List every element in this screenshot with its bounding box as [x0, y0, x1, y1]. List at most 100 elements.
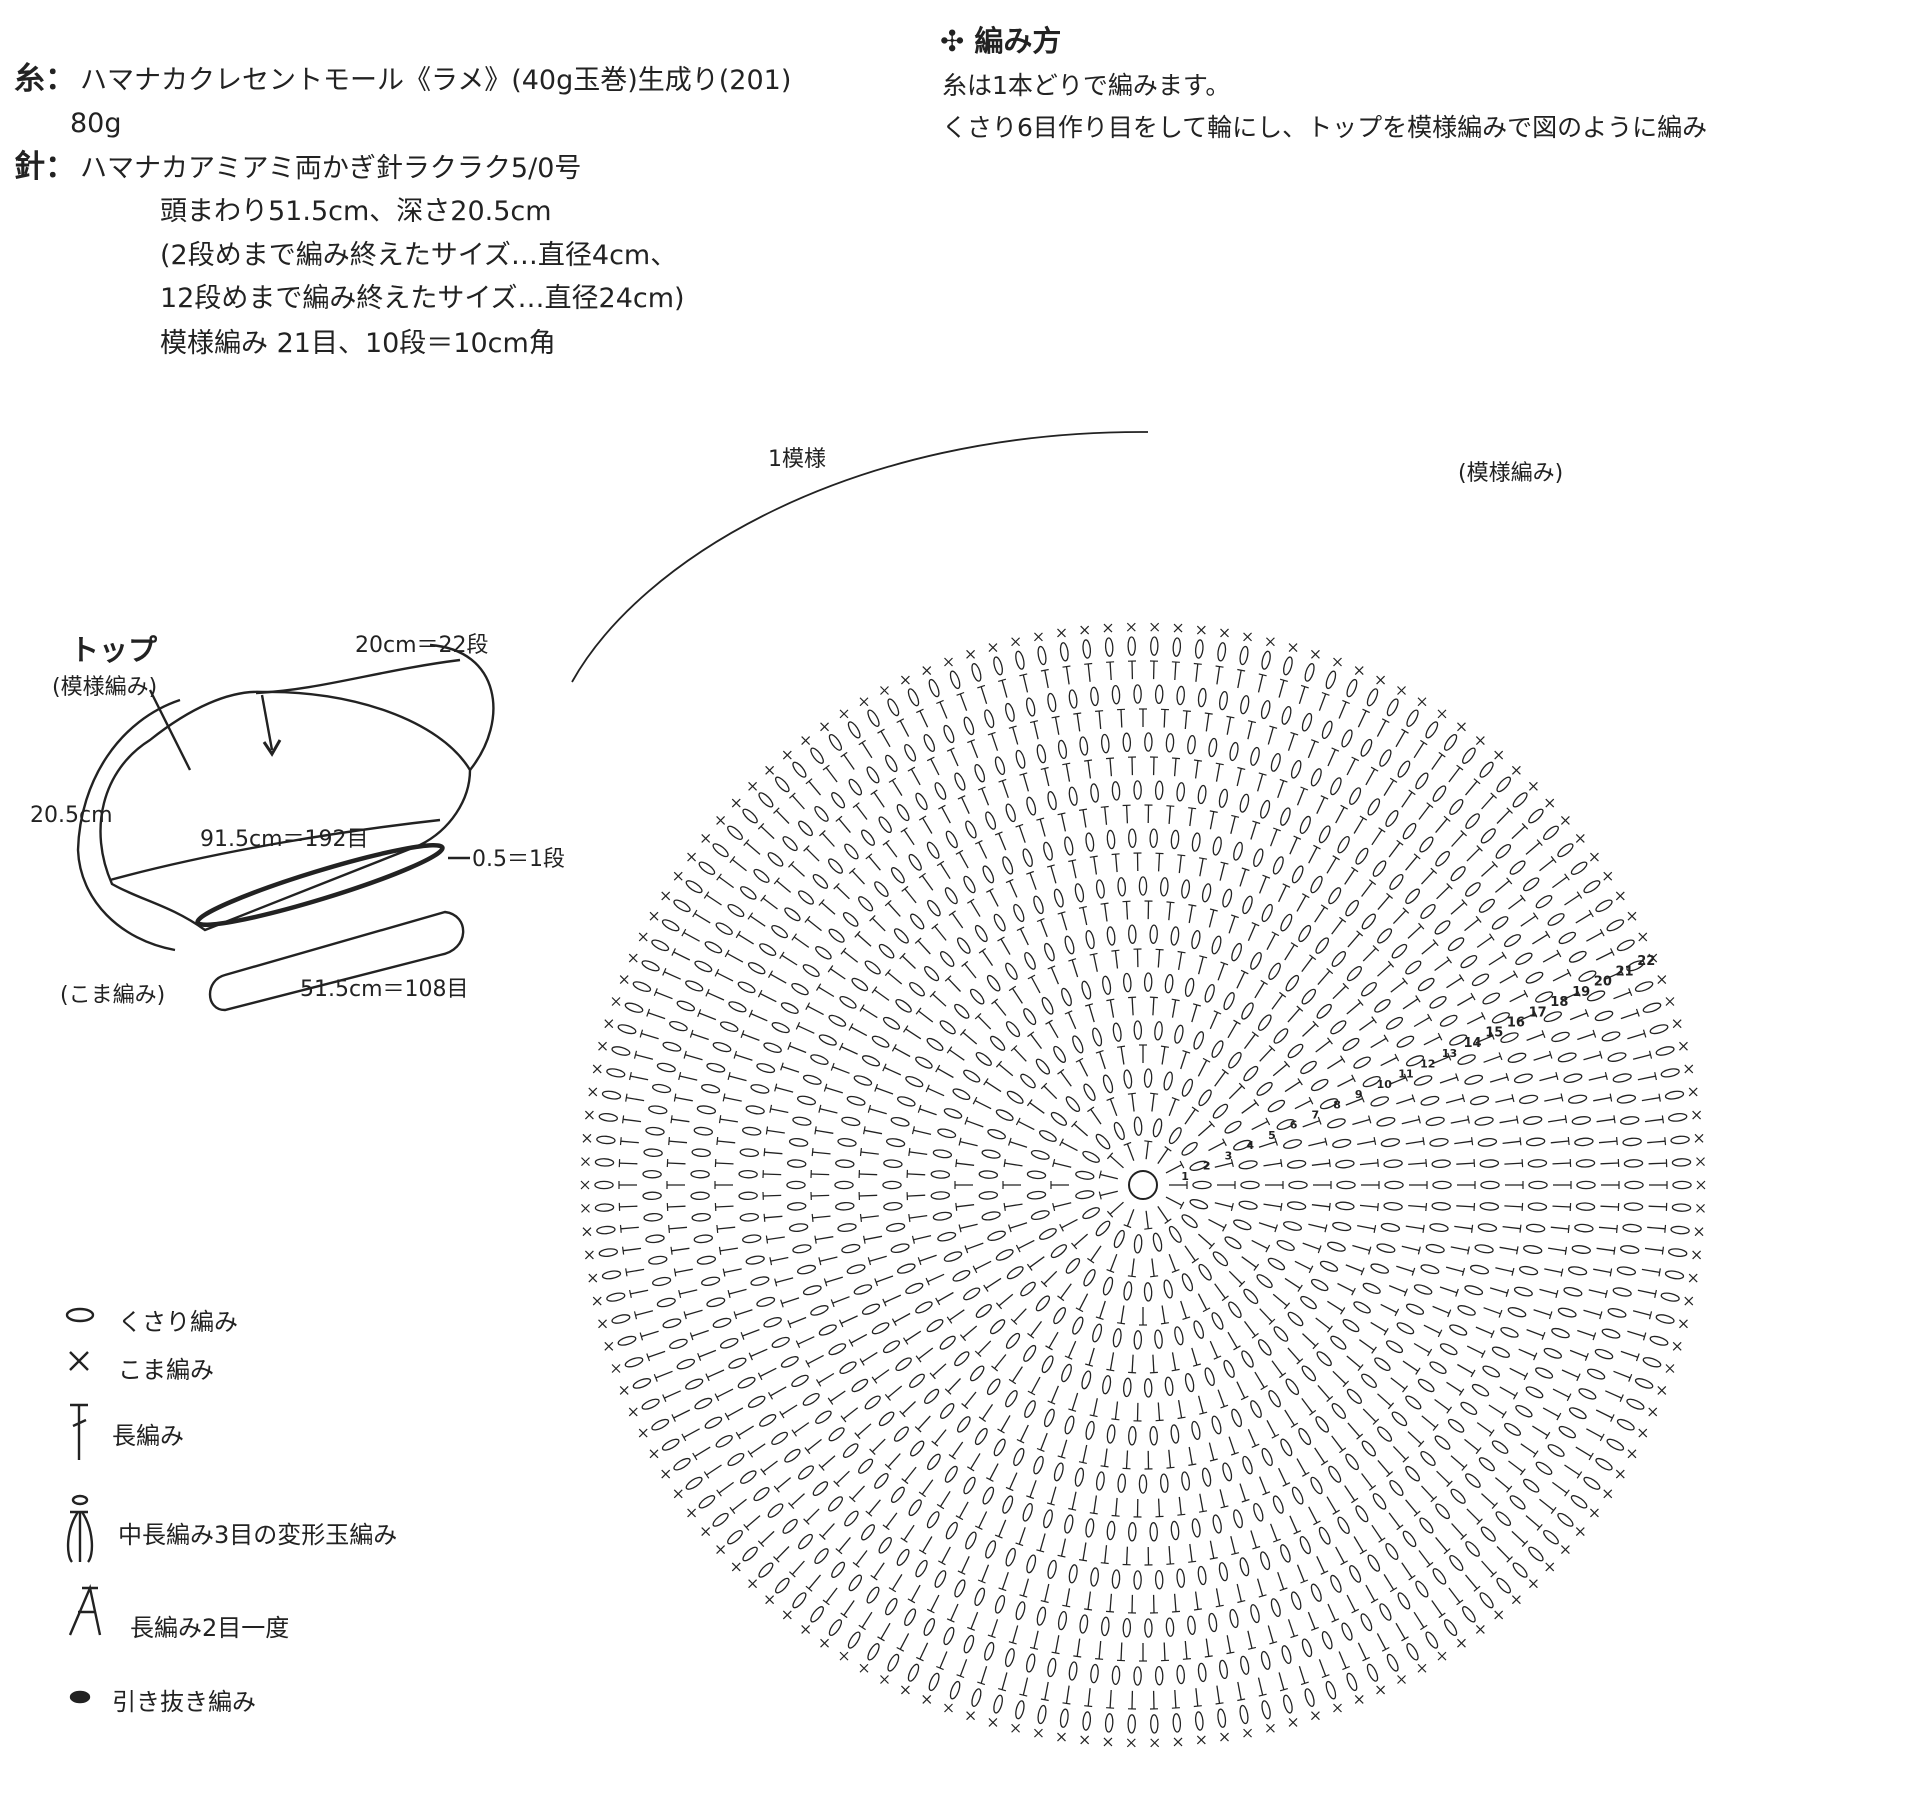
- stitch-top: [1402, 1385, 1408, 1393]
- puff-stitch: [712, 843, 729, 858]
- double-stitch: [1030, 1321, 1043, 1337]
- stitch-top: [1613, 1115, 1616, 1124]
- double-stitch: [981, 788, 990, 806]
- single-crochet-mark: [1665, 1364, 1675, 1373]
- puff-stitch: [907, 1663, 920, 1682]
- puff-stitch: [1543, 825, 1559, 840]
- single-crochet-mark: [1694, 1133, 1704, 1143]
- puff-stitch: [1557, 843, 1574, 858]
- puff-stitch: [1160, 877, 1169, 897]
- stitch-top: [964, 1116, 969, 1125]
- stitch-top: [1609, 1093, 1613, 1102]
- puff-stitch: [1420, 1264, 1440, 1275]
- puff-stitch: [1083, 1268, 1096, 1287]
- puff-stitch: [815, 1410, 832, 1424]
- double-stitch: [1402, 1360, 1419, 1372]
- puff-stitch: [878, 816, 892, 834]
- puff-stitch: [1189, 1160, 1209, 1171]
- puff-stitch: [1496, 776, 1512, 793]
- puff-stitch: [1385, 1016, 1404, 1030]
- puff-stitch: [1133, 1330, 1143, 1350]
- puff-stitch: [974, 763, 986, 783]
- row-number: 8: [1333, 1098, 1341, 1111]
- double-stitch: [1178, 855, 1182, 874]
- puff-stitch: [1053, 1045, 1067, 1063]
- puff-stitch: [878, 1411, 895, 1427]
- double-stitch: [1418, 1550, 1431, 1566]
- stitch-top: [1331, 747, 1340, 752]
- puff-stitch: [1432, 785, 1447, 802]
- double-stitch: [735, 1309, 753, 1316]
- stitch-top: [1071, 1242, 1078, 1250]
- puff-stitch: [1005, 1547, 1016, 1567]
- double-stitch: [1502, 1140, 1521, 1145]
- puff-stitch: [1328, 887, 1342, 905]
- double-stitch: [974, 1100, 992, 1110]
- double-stitch: [905, 1330, 922, 1342]
- puff-stitch: [1286, 1201, 1307, 1211]
- double-stitch: [728, 1288, 747, 1295]
- puff-stitch: [798, 820, 813, 837]
- double-stitch: [790, 863, 805, 877]
- puff-stitch: [1240, 695, 1250, 715]
- puff-stitch: [1239, 793, 1250, 813]
- stitch-top: [1328, 1202, 1331, 1211]
- stitch-top: [1564, 873, 1570, 881]
- band-rows-label: 0.5＝1段: [472, 847, 565, 872]
- stitch-top: [977, 1681, 986, 1686]
- arrow-shaft: [260, 694, 274, 751]
- puff-stitch: [624, 1002, 644, 1013]
- instructions-title: ✣ 編み方: [940, 24, 1062, 58]
- puff-stitch: [1085, 832, 1095, 852]
- puff-stitch: [1543, 1530, 1559, 1545]
- stitch-top: [1302, 893, 1310, 899]
- double-stitch: [1520, 1443, 1537, 1455]
- double-stitch: [1029, 1102, 1045, 1114]
- double-stitch: [1073, 1123, 1089, 1137]
- puff-stitch: [1449, 1034, 1468, 1046]
- stitch-top: [987, 1634, 996, 1639]
- double-stitch: [1219, 1489, 1226, 1507]
- stitch-top: [1078, 1461, 1087, 1464]
- stitch-top: [838, 1319, 844, 1328]
- stitch-top: [804, 1447, 811, 1455]
- stitch-top: [991, 998, 999, 1005]
- puff-stitch: [1191, 1518, 1201, 1538]
- double-stitch: [1263, 1203, 1282, 1208]
- puff-stitch: [1181, 1141, 1198, 1156]
- puff-stitch: [923, 1618, 936, 1636]
- stitch-top: [1413, 853, 1421, 860]
- puff-stitch: [887, 698, 900, 717]
- double-stitch: [904, 1466, 917, 1482]
- puff-stitch: [786, 1180, 806, 1190]
- puff-stitch: [1047, 791, 1057, 811]
- stitch-top: [791, 1429, 797, 1437]
- double-stitch: [959, 693, 968, 711]
- stitch-top: [1418, 922, 1425, 930]
- double-stitch: [985, 1081, 1002, 1093]
- single-crochet-mark: [1397, 1675, 1406, 1684]
- puff-stitch: [1035, 1295, 1051, 1312]
- puff-stitch: [701, 1084, 721, 1094]
- stitch-top: [1045, 1345, 1053, 1351]
- puff-stitch: [1606, 919, 1625, 932]
- double-stitch: [871, 917, 886, 932]
- double-stitch: [891, 779, 903, 796]
- double-stitch: [913, 1129, 932, 1136]
- double-stitch: [1060, 1439, 1068, 1458]
- stitch-top: [1604, 1289, 1608, 1299]
- stitch-top: [1290, 942, 1299, 948]
- double-stitch: [807, 1005, 824, 1016]
- stitch-top: [1555, 1289, 1559, 1299]
- puff-stitch: [978, 1191, 999, 1200]
- single-crochet-mark: [1080, 1735, 1090, 1745]
- legend-puff: 中長編み3目の変形玉編み: [118, 1515, 397, 1550]
- single-crochet-mark: [588, 1087, 598, 1097]
- puff-stitch: [1291, 1486, 1304, 1505]
- puff-stitch: [1250, 1604, 1260, 1624]
- double-stitch: [1258, 1476, 1267, 1494]
- stitch-top: [1226, 1651, 1235, 1655]
- stitch-top: [983, 1078, 989, 1086]
- puff-stitch: [1112, 1022, 1122, 1042]
- stitch-top: [1475, 915, 1482, 923]
